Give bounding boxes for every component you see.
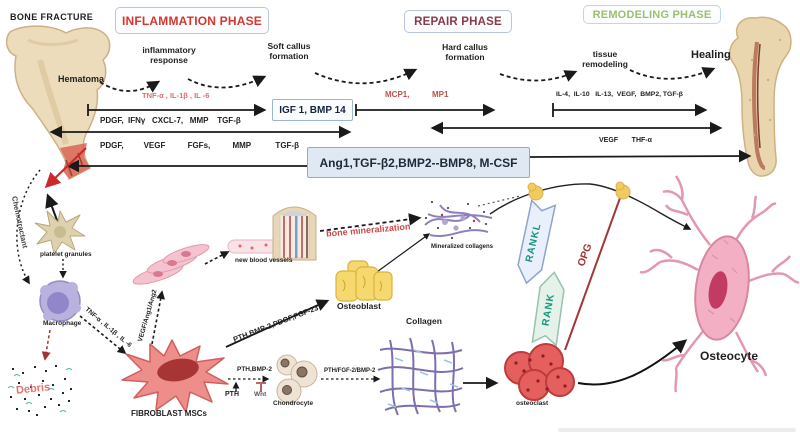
vegf-thf-label: VEGF THF-α — [599, 137, 652, 144]
mineralized-collagens-label: Mineralized collagens — [431, 244, 494, 250]
remodeling-phase-title: REMODELING PHASE — [583, 5, 721, 24]
hematoma-label: Hematoma — [58, 74, 105, 84]
pth-bmp2-label: PTH,BMP-2 — [237, 366, 273, 373]
healed-bone-illustration — [729, 16, 792, 177]
phase-journey-dashed-path — [99, 67, 716, 93]
collagen-mesh — [377, 337, 464, 416]
pth-label: PTH — [225, 391, 239, 398]
chondrocyte-cells — [276, 354, 318, 404]
right-curves — [477, 183, 692, 386]
wnt-label: Wnt — [254, 391, 267, 398]
fractured-bone-illustration — [5, 25, 111, 180]
watermark-strip — [558, 428, 796, 432]
osteocyte-cell — [639, 175, 800, 393]
debris-particles — [7, 365, 73, 416]
repair-phase-title: REPAIR PHASE — [404, 10, 512, 33]
inflammation-cytokines-black: PDGF, IFNγ CXCL-7, MMP TGF-β — [100, 116, 241, 125]
osteoblast-cells — [335, 260, 393, 302]
platelet-granules-label: platelet granules — [40, 251, 92, 258]
collagen-label: Collagen — [406, 316, 442, 326]
fibroblast-cell — [121, 339, 229, 413]
osteoclast-label: osteoclast — [516, 400, 549, 407]
soft-callus-label: Soft callus formation — [267, 41, 311, 61]
mineralized-collagens-illustration — [424, 201, 493, 239]
chondrocyte-label: Chondrocyte — [273, 400, 314, 407]
rankl-banner — [517, 198, 557, 285]
macrophage-cell — [39, 280, 81, 322]
mcp1-label: MCP1, — [385, 90, 410, 99]
fibroblast-label: FIBROBLAST MSCs — [131, 409, 207, 418]
signal-cells — [527, 181, 631, 201]
tissue-remodeling-label: tissue remodeling — [582, 49, 628, 69]
middle-arrows — [225, 213, 499, 392]
new-blood-vessels-label: new blood vessels — [235, 257, 293, 264]
ang-box: Ang1,TGF-β2,BMP2--BMP8, M-CSF — [307, 147, 530, 178]
platelet-granules-cell — [34, 210, 86, 255]
inflammation-phase-title: INFLAMMATION PHASE — [115, 7, 269, 34]
igf-bmp-box: IGF 1, BMP 14 — [272, 99, 353, 121]
mediator-arrows — [49, 103, 752, 173]
hard-callus-label: Hard callus formation — [442, 42, 488, 62]
osteoblast-label: Osteoblast — [337, 301, 381, 311]
span-cytokines: PDGF, VEGF FGFs, MMP TGF-β — [100, 141, 299, 150]
remodeling-cytokines: IL-4, IL-10 IL-13, VEGF, BMP2, TGF-β — [556, 91, 683, 98]
left-cascade-arrows — [16, 147, 230, 361]
healing-label: Healing — [691, 49, 731, 61]
rank-banner — [531, 271, 565, 347]
osteocyte-label: Osteocyte — [700, 349, 759, 363]
inflammation-cytokines-red: TNF-α , IL-1β , IL -6 — [142, 91, 210, 100]
pth-fgf2-bmp2-label: PTH/FGF-2/BMP-2 — [324, 368, 376, 374]
mp1-label: MP1 — [432, 90, 449, 99]
bone-fracture-label: BONE FRACTURE — [10, 12, 94, 22]
spindle-cells — [132, 244, 210, 285]
bone-column — [272, 206, 317, 261]
macrophage-label: Macrophage — [43, 320, 82, 327]
inflammatory-response-label: inflammatory response — [142, 45, 196, 65]
osteoclast-cells — [504, 343, 575, 401]
